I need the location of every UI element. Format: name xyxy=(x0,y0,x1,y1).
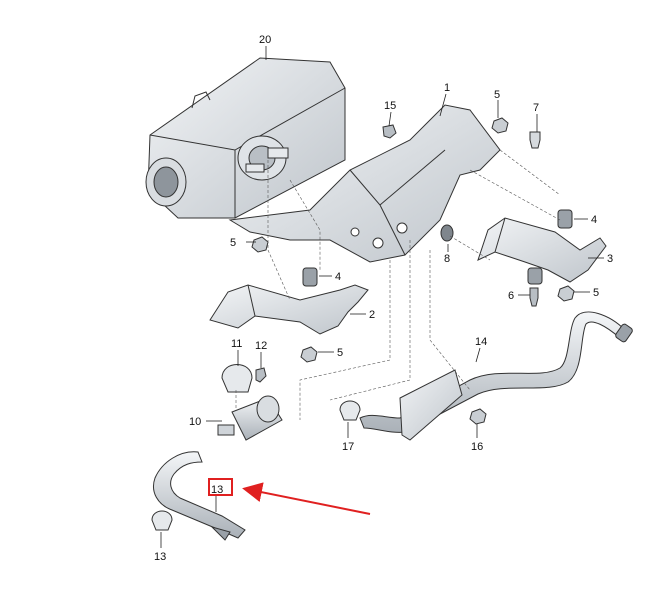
nut xyxy=(251,117,575,363)
callout-5: 5 xyxy=(337,347,343,359)
exhaust-pipe xyxy=(359,311,633,441)
filter-canister xyxy=(217,395,283,441)
nut-17 xyxy=(469,408,487,425)
callout-4: 4 xyxy=(335,271,341,283)
callout-7: 7 xyxy=(533,102,539,114)
callout-1: 1 xyxy=(444,82,450,94)
callout-12: 12 xyxy=(255,340,267,352)
leader-lines xyxy=(160,46,604,548)
callout-8: 8 xyxy=(444,253,450,265)
callout-14: 13 xyxy=(154,551,166,563)
callout-5: 5 xyxy=(494,89,500,101)
bracket-right xyxy=(477,217,607,283)
assembly-lines xyxy=(235,149,561,420)
callout-5: 5 xyxy=(593,287,599,299)
bolt xyxy=(255,124,541,383)
callout-10: 10 xyxy=(189,416,201,428)
heater-unit xyxy=(145,57,346,219)
callout-15: 14 xyxy=(475,336,487,348)
callout-20: 20 xyxy=(259,34,271,46)
hose-clamp xyxy=(151,364,361,531)
callout-11: 11 xyxy=(231,338,242,350)
callout-18: 17 xyxy=(342,441,354,453)
callout-16: 15 xyxy=(384,100,396,112)
callout-6: 6 xyxy=(508,290,514,302)
callout-3: 3 xyxy=(607,253,613,265)
grommet xyxy=(440,224,454,242)
callout-labels: 20 1 5 7 15 4 3 5 6 8 5 4 2 5 11 12 10 1… xyxy=(154,34,613,563)
highlight-marker xyxy=(208,478,371,515)
main-bracket xyxy=(228,104,501,263)
highlight-arrow xyxy=(242,482,371,515)
callout-17: 16 xyxy=(471,441,483,453)
callout-4: 4 xyxy=(591,214,597,226)
callout-13: 13 xyxy=(211,484,223,496)
callout-2: 2 xyxy=(369,309,375,321)
callout-5: 5 xyxy=(230,237,236,249)
bracket-left xyxy=(209,284,369,335)
intake-pipe xyxy=(153,451,246,541)
highlight-box xyxy=(208,478,233,496)
